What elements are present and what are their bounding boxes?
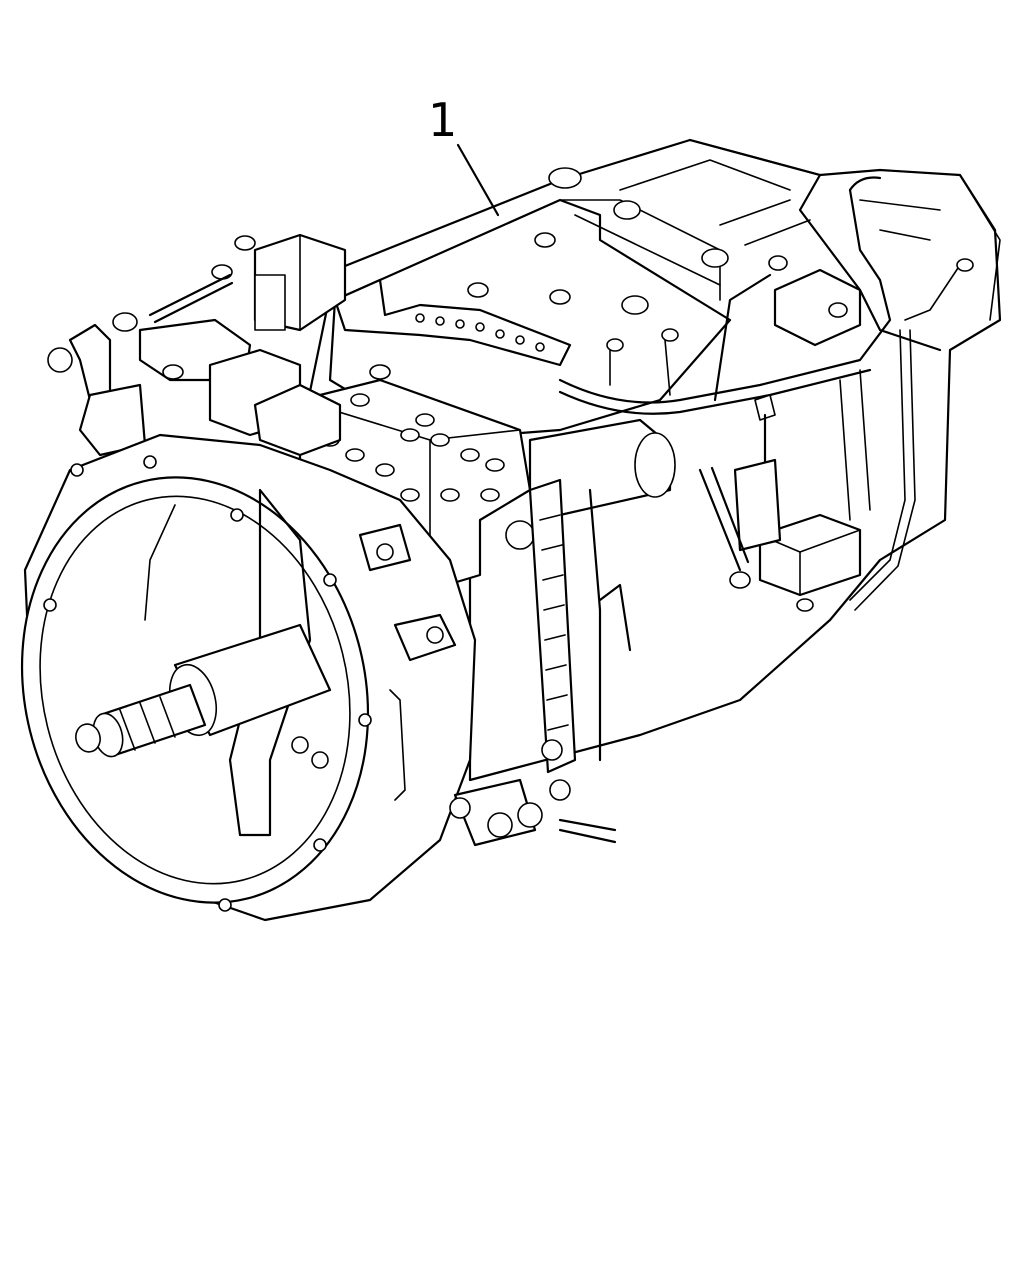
wiring-harness [558, 176, 974, 611]
input-shaft [75, 623, 332, 758]
left-actuator [47, 312, 252, 457]
vertical-rail [528, 478, 632, 801]
left-top-bracket [148, 233, 347, 332]
top-cover-plate [328, 167, 806, 442]
solenoid-box [758, 513, 862, 612]
right-bracket [733, 268, 862, 552]
callout-1: 1 [428, 93, 500, 217]
perforated-bracket [333, 278, 572, 367]
shift-cylinder [528, 418, 751, 589]
leader-line [456, 143, 500, 217]
top-bolts [369, 167, 806, 380]
center-left-block [208, 348, 342, 457]
callout-label: 1 [428, 93, 457, 147]
bottom-fittings [449, 778, 543, 847]
